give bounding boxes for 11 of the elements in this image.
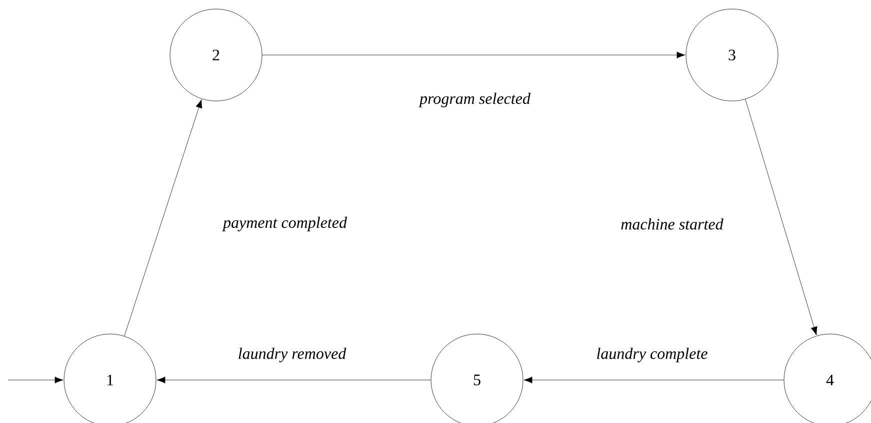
arrow: [8, 376, 64, 384]
arrow: [124, 99, 202, 336]
arrow: [745, 99, 818, 336]
edge-label: program selected: [418, 92, 530, 108]
arrow: [262, 52, 686, 58]
edge-label: machine started: [621, 218, 724, 230]
arrow: [156, 376, 431, 384]
arrow: [524, 376, 784, 384]
edge-label: payment completed: [222, 216, 348, 232]
edge-label: laundry removed: [238, 348, 346, 362]
edge-label: laundry complete: [597, 348, 708, 362]
